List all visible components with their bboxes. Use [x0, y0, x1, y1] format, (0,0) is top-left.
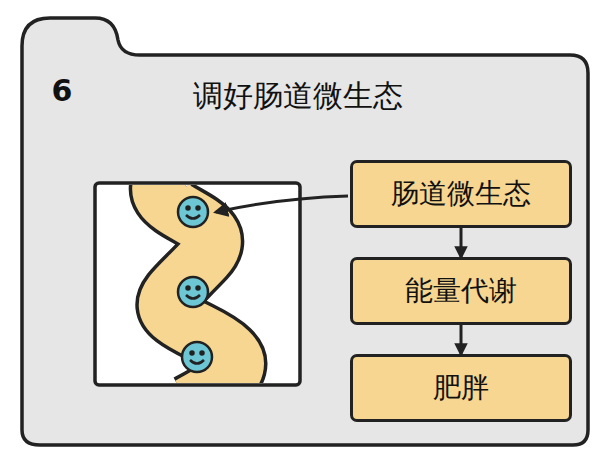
title: 调好肠道微生态	[193, 76, 403, 117]
panel	[22, 18, 588, 445]
box-text: 肠道微生态	[391, 175, 531, 213]
gut-frame	[95, 183, 300, 385]
callout-number: 6	[52, 73, 73, 108]
leader-arrow	[216, 196, 348, 212]
flow-arrow	[460, 325, 463, 354]
flow-arrow	[460, 228, 463, 257]
box-text: 肥胖	[433, 369, 489, 407]
process-box: 能量代谢	[350, 257, 572, 325]
microbe-smiley	[178, 197, 212, 372]
process-box: 肠道微生态	[350, 160, 572, 228]
process-box: 肥胖	[350, 354, 572, 422]
gut-band	[160, 185, 237, 383]
box-text: 能量代谢	[405, 272, 517, 310]
